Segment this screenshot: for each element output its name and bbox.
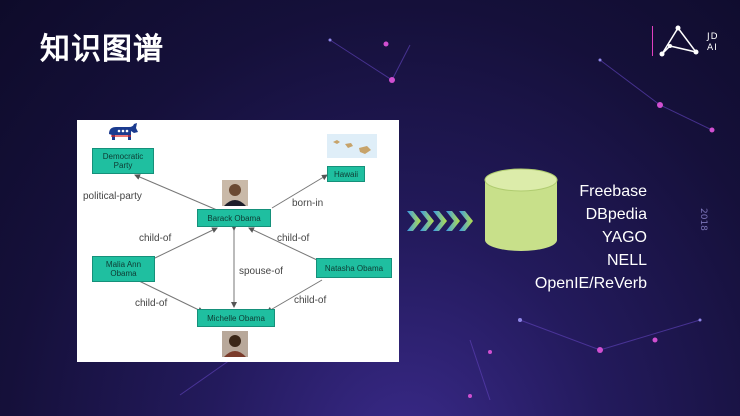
- edge-child-of-malia-michelle: [136, 279, 204, 313]
- edge-child-of-malia: [154, 227, 218, 259]
- edge-label-child-of-malia: child-of: [139, 233, 172, 244]
- logo-text: JD AI: [707, 32, 719, 53]
- kb-item-nell: NELL: [606, 252, 647, 269]
- knowledge-graph-panel: Democratic Party Barack Obama Hawaii Mal…: [77, 120, 399, 362]
- kb-item-dbpedia: DBpedia: [585, 206, 647, 223]
- hawaii-map-icon: [327, 134, 377, 158]
- graph-edges: [109, 123, 377, 357]
- donkey-icon: [109, 123, 138, 140]
- node-hawaii: Hawaii: [327, 166, 365, 182]
- edge-label-spouse-of: spouse-of: [239, 266, 283, 277]
- edge-born-in: [271, 174, 328, 209]
- slide-title: 知识图谱: [40, 32, 164, 67]
- edge-child-of-natasha: [248, 227, 318, 261]
- kb-item-yago: YAGO: [601, 229, 647, 246]
- node-malia-ann-obama: Malia Ann Obama: [92, 256, 155, 282]
- chevron-arrows-icon: [407, 211, 473, 231]
- edge-label-child-of-natasha-michelle: child-of: [294, 295, 327, 306]
- database-icon: [484, 168, 558, 251]
- edge-label-child-of-malia-michelle: child-of: [135, 298, 168, 309]
- node-natasha-obama: Natasha Obama: [316, 258, 392, 278]
- edge-child-of-natasha-michelle: [266, 279, 323, 313]
- node-michelle-obama: Michelle Obama: [197, 309, 275, 327]
- edge-label-born-in: born-in: [292, 198, 324, 209]
- michelle-obama-photo-icon: [222, 331, 248, 357]
- jd-ai-logo-icon: [652, 25, 699, 57]
- node-democratic-party: Democratic Party: [92, 148, 154, 174]
- node-barack-obama: Barack Obama: [197, 209, 271, 227]
- kb-item-freebase: Freebase: [579, 183, 647, 200]
- edge-label-child-of-natasha: child-of: [277, 233, 310, 244]
- barack-obama-photo-icon: [222, 180, 248, 206]
- knowledge-base-list: Freebase DBpedia YAGO NELL OpenIE/ReVerb: [505, 180, 647, 295]
- year-label: 2018: [698, 208, 708, 231]
- edge-label-political-party: political-party: [83, 191, 142, 202]
- kb-item-openie-reverb: OpenIE/ReVerb: [534, 275, 647, 292]
- edge-political-party: [134, 174, 218, 211]
